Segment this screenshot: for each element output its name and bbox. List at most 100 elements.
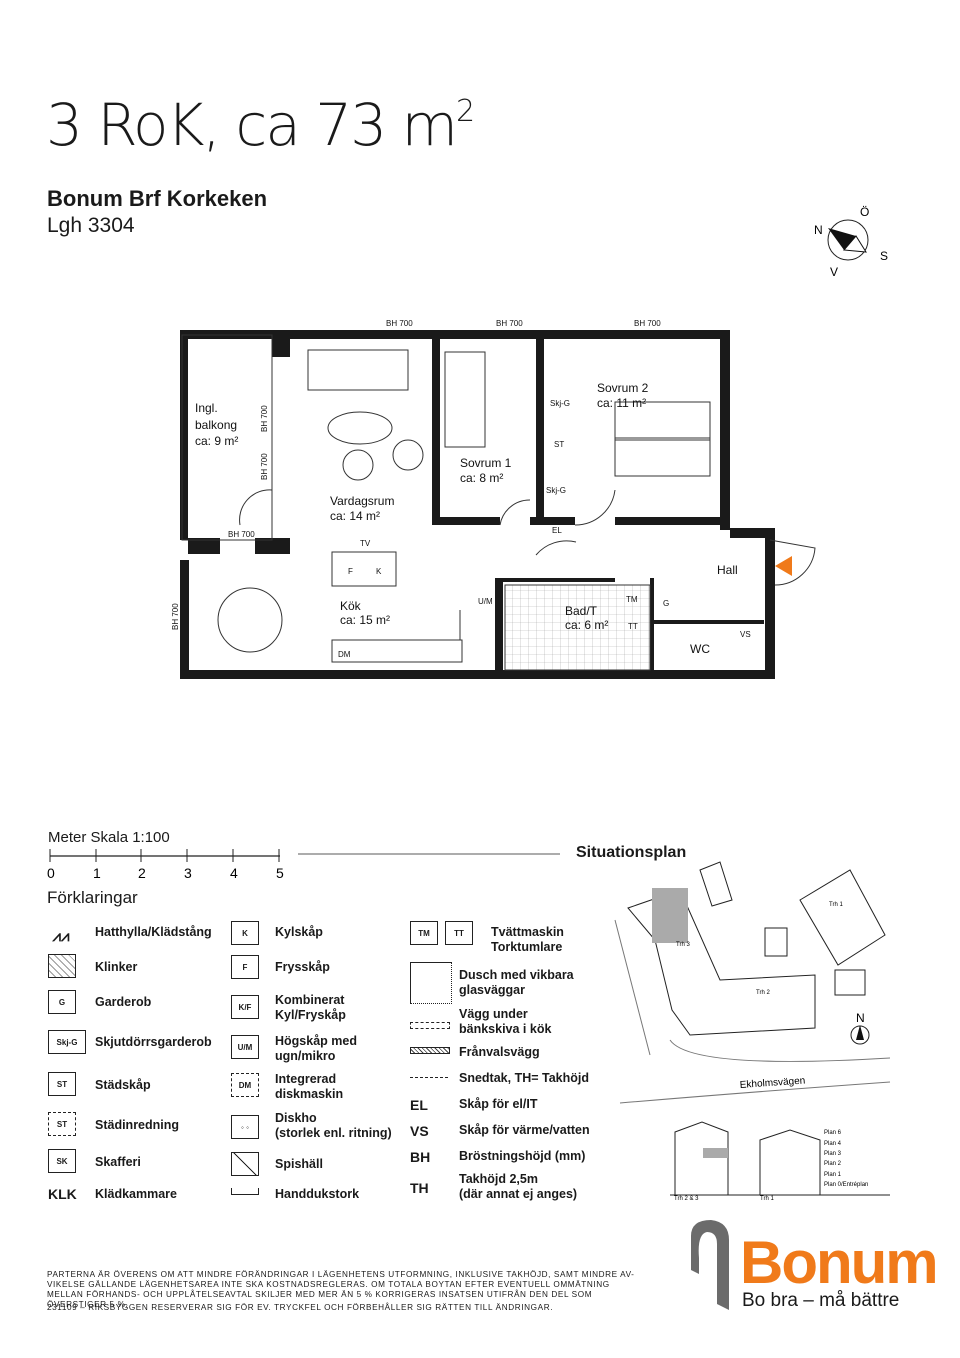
room-bath: Bad/T [565, 604, 598, 618]
bh-label: BH 700 [634, 319, 661, 328]
legend-abbr: BH [410, 1149, 431, 1165]
scale-tick: 0 [47, 865, 55, 881]
bh-label: BH 700 [496, 319, 523, 328]
walls [180, 330, 775, 679]
mark-um: U/M [478, 597, 493, 606]
room-bed2: Sovrum 2 [597, 381, 649, 395]
sink-icon: ◦ ◦ [231, 1115, 259, 1139]
legend-symbol: ST [48, 1112, 76, 1136]
apartment-number: Lgh 3304 [47, 214, 135, 237]
legend-item: Städinredning [95, 1118, 180, 1132]
legend-symbol: U/M [231, 1035, 259, 1059]
legend-item: Skafferi [95, 1155, 141, 1169]
slogan: Bo bra – må bättre [742, 1290, 900, 1311]
site-label: Trh 2 [756, 990, 770, 996]
room-bed1: Sovrum 1 [460, 456, 512, 470]
bh-label: BH 700 [171, 603, 180, 630]
room-living-area: ca: 14 m² [330, 509, 380, 523]
legend-item: Tvättmaskin Torktumlare [491, 925, 564, 954]
mark-tm: TM [626, 595, 638, 604]
mark-st: ST [554, 440, 564, 449]
legend-item: Frysskåp [275, 960, 330, 974]
scale-tick: 5 [276, 865, 284, 881]
compass-o: Ö [860, 205, 869, 219]
legend-item: Frånvalsvägg [459, 1045, 540, 1059]
legend-symbol: SK [48, 1149, 76, 1173]
shower-icon [410, 962, 452, 1004]
legend-item: Kylskåp [275, 925, 323, 939]
legend-abbr: EL [410, 1097, 428, 1113]
legend-abbr: VS [410, 1123, 429, 1139]
mark-tv: TV [360, 539, 371, 548]
legend-item: Dusch med vikbara glasväggar [459, 968, 574, 997]
site-label: Trh 1 [760, 1196, 774, 1202]
legend-symbol: DM [231, 1073, 259, 1097]
mark-skjg: Skj-G [550, 399, 570, 408]
mark-dm: DM [338, 650, 351, 659]
mark-g: G [663, 599, 669, 608]
compass-v: V [830, 265, 838, 279]
legend-symbol: TM [410, 921, 438, 945]
slope-ceiling-icon [410, 1077, 448, 1078]
floor-label: Plan 3 [824, 1151, 842, 1157]
floor-label: Plan 4 [824, 1141, 842, 1147]
legend-symbol: Skj-G [48, 1030, 86, 1054]
legend-item: Skåp för el/IT [459, 1097, 538, 1111]
room-hall: Hall [717, 563, 738, 577]
legend-item: Klinker [95, 960, 138, 974]
legend-item: Diskho (storlek enl. ritning) [275, 1111, 392, 1140]
bh-label: BH 700 [260, 453, 269, 480]
site-plan: N Ekholmsvägen Trh 1 Trh 2 Trh 3 Trh 2 &… [614, 861, 891, 1202]
page-title: 3 RoK, ca 73 m2 [46, 91, 475, 159]
room-balcony-area: ca: 9 m² [195, 434, 238, 448]
towel-rail-icon [231, 1188, 259, 1195]
site-label: Trh 3 [676, 942, 690, 948]
floor-plan: BH 700 BH 700 BH 700 BH 700 BH 700 BH 70… [171, 319, 816, 679]
entrance-arrow-icon [775, 556, 792, 576]
site-label: Trh 1 [829, 902, 843, 908]
legend-abbr: KLK [48, 1186, 77, 1202]
legend-item: Klädkammare [95, 1187, 177, 1201]
room-bed2-area: ca: 11 m² [597, 396, 646, 410]
mark-el: EL [552, 526, 562, 535]
mark-f: F [348, 567, 353, 576]
legend-item: Städskåp [95, 1078, 151, 1092]
legend-symbol: K [231, 921, 259, 945]
room-kitchen: Kök [340, 599, 362, 613]
compass-n: N [814, 223, 823, 237]
site-north: N [856, 1011, 865, 1025]
legend-item: Integrerad diskmaskin [275, 1072, 344, 1101]
legend-item: Högskåp med ugn/mikro [275, 1034, 357, 1063]
brand-name: Bonum [740, 1229, 939, 1296]
counter-wall-icon [410, 1022, 450, 1029]
road-name: Ekholmsvägen [739, 1075, 805, 1091]
bh-label: BH 700 [386, 319, 413, 328]
legend-item: Kombinerat Kyl/Fryskåp [275, 993, 346, 1022]
legend-symbol: ST [48, 1072, 76, 1096]
legend-item: Skjutdörrsgarderob [95, 1035, 212, 1049]
legend-item: Handdukstork [275, 1187, 360, 1201]
hat-rack-icon: ⩘⩘ [52, 927, 70, 945]
compass-s: S [880, 249, 888, 263]
room-balcony-1: Ingl. [195, 401, 218, 415]
room-wc: WC [690, 642, 710, 656]
legend-item: Skåp för värme/vatten [459, 1123, 590, 1137]
mark-k: K [376, 567, 382, 576]
scale-tick: 4 [230, 865, 238, 881]
legend-symbol: F [231, 955, 259, 979]
legend-item: Spishäll [275, 1157, 323, 1171]
bonum-logo-icon [691, 1220, 729, 1310]
scale-label: Meter Skala 1:100 [48, 829, 170, 846]
scale-bar: 0 1 2 3 4 5 [47, 849, 560, 881]
room-bed1-area: ca: 8 m² [460, 471, 503, 485]
compass-icon: N Ö S V [814, 205, 888, 279]
scale-tick: 2 [138, 865, 146, 881]
stove-icon [231, 1152, 259, 1176]
project-name: Bonum Brf Korkeken [47, 186, 268, 211]
site-plan-title: Situationsplan [576, 844, 687, 861]
legend-symbol: G [48, 990, 76, 1014]
mark-tt: TT [628, 622, 638, 631]
optional-wall-icon [410, 1047, 450, 1054]
print-reference: 231109 – RIKSBYGGEN RESERVERAR SIG FÖR E… [47, 1303, 554, 1312]
mark-skjg2: Skj-G [546, 486, 566, 495]
